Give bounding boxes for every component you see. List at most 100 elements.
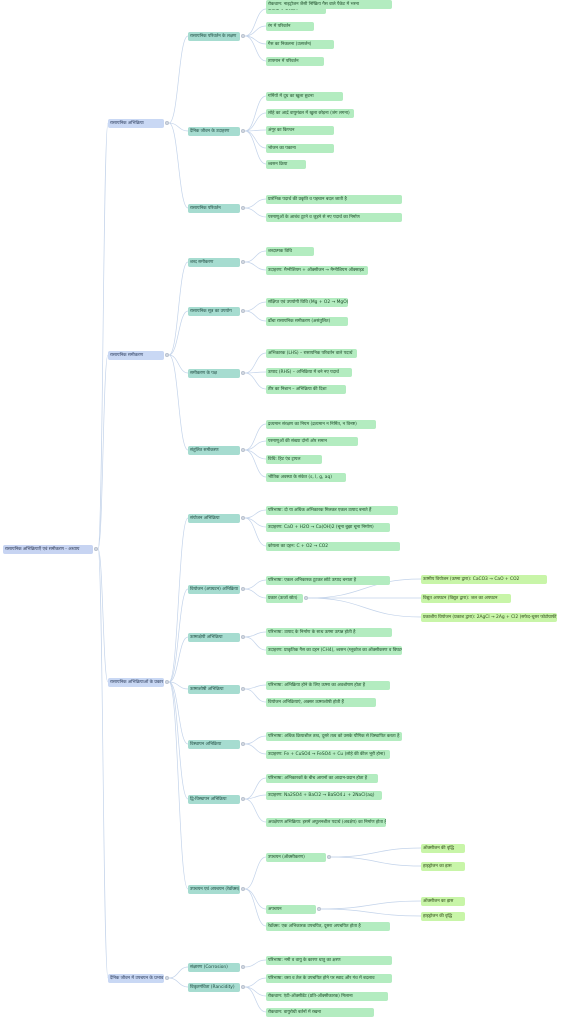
leaf-node[interactable]: ऑक्सीजन की वृद्धि (421, 843, 465, 853)
subtopic-toggle[interactable] (241, 516, 245, 520)
detail-node[interactable]: अपचयन (266, 904, 316, 914)
detail-node[interactable]: द्रव्यमान संरक्षण का नियम (द्रव्यमान न न… (266, 419, 376, 429)
detail-toggle[interactable] (327, 855, 331, 859)
detail-node[interactable]: तापमान में परिवर्तन (266, 56, 324, 66)
detail-node[interactable]: परिभाषा: नमी व वायु के कारण धातु का क्षर… (266, 955, 392, 965)
subtopic-toggle[interactable] (241, 309, 245, 313)
detail-node[interactable]: अवक्षेपण अभिक्रिया: इसमें अघुलनशील पदार्… (266, 817, 386, 827)
detail-toggle[interactable] (317, 907, 321, 911)
subtopic-toggle[interactable] (241, 371, 245, 375)
subtopic[interactable]: दैनिक जीवन के उदाहरण (188, 126, 240, 136)
subtopic-toggle[interactable] (241, 260, 245, 264)
detail-node[interactable]: उदाहरण: प्राकृतिक गैस का दहन (CH4), श्वस… (266, 645, 402, 655)
subtopic-toggle[interactable] (241, 129, 245, 133)
leaf-node[interactable]: हाइड्रोजन की वृद्धि (421, 911, 465, 921)
topic-1[interactable]: रासायनिक समीकरण (108, 350, 164, 360)
subtopic-toggle[interactable] (241, 448, 245, 452)
subtopic-toggle[interactable] (241, 34, 245, 38)
topic-toggle[interactable] (165, 680, 169, 684)
detail-node[interactable]: भोजन का पकाना (266, 143, 334, 153)
edge-subtopic-to-detail (244, 688, 267, 703)
detail-node[interactable]: उदाहरण: Fe + CuSO4 → FeSO4 + Cu (लोहे की… (266, 749, 390, 759)
detail-node[interactable]: रोकथाम: नाइट्रोजन जैसी निष्क्रिय गैस वाल… (266, 0, 392, 9)
detail-node[interactable]: परिभाषा: दो या अधिक अभिकारक मिलकर एकल उत… (266, 505, 398, 515)
edge-subtopic-to-detail (244, 856, 267, 890)
subtopic[interactable]: संतुलित समीकरण (188, 445, 240, 455)
detail-node[interactable]: परिभाषा: अभिक्रिया होने के लिए ऊष्मा का … (266, 680, 390, 690)
detail-node[interactable]: गैस का निकलना (उत्सर्जन) (266, 39, 334, 49)
edge-subtopic-to-detail (244, 372, 267, 390)
subtopic-toggle[interactable] (241, 887, 245, 891)
subtopic[interactable]: समीकरण के पक्ष (188, 368, 240, 378)
detail-toggle[interactable] (304, 596, 308, 600)
detail-node[interactable]: विधि: हिट एंड ट्रायल (266, 454, 322, 464)
detail-node[interactable]: परमाणुओं के आबंध टूटने व जुड़ने से नए पद… (266, 212, 402, 222)
subtopic-toggle[interactable] (241, 797, 245, 801)
subtopic[interactable]: रासायनिक परिवर्तन के लक्षण (188, 31, 240, 41)
topic-toggle[interactable] (165, 353, 169, 357)
topic-2[interactable]: रासायनिक अभिक्रियाओं के प्रकार (108, 677, 164, 687)
detail-node[interactable]: अवस्था में परिवर्तन (266, 4, 326, 14)
detail-node[interactable]: कोयला का दहन: C + O2 → CO2 (266, 541, 400, 551)
detail-node[interactable]: वियोजन अभिक्रियाएं, अक्सर ऊष्माशोषी होती… (266, 697, 376, 707)
leaf-node[interactable]: प्रकाशीय वियोजन (प्रकाश द्वारा): 2AgCl →… (421, 612, 557, 622)
subtopic-toggle[interactable] (241, 687, 245, 691)
leaf-node[interactable]: ऑक्सीजन का ह्रास (421, 896, 465, 906)
detail-node[interactable]: परिभाषा: अभिकारकों के बीच आयनों का आदान-… (266, 773, 378, 783)
subtopic[interactable]: शब्द समीकरण (188, 257, 240, 267)
topic-toggle[interactable] (165, 976, 169, 980)
leaf-node[interactable]: विद्युत अपघटन (विद्युत द्वारा): जल का अप… (421, 593, 511, 603)
detail-node[interactable]: श्वसन क्रिया (266, 159, 306, 169)
detail-node[interactable]: उत्पाद (RHS) – अभिक्रिया में बने नए पदार… (266, 367, 352, 377)
leaf-node[interactable]: हाइड्रोजन का ह्रास (421, 861, 465, 871)
detail-node[interactable]: प्रकार (ऊर्जा स्रोत) (266, 593, 303, 603)
detail-node[interactable]: परिभाषा: वसा व तेल के उपचयित होने पर स्व… (266, 973, 392, 983)
topic-0[interactable]: रासायनिक अभिक्रिया (108, 118, 164, 128)
subtopic[interactable]: द्वि-विस्थापन अभिक्रिया (188, 794, 240, 804)
subtopic-toggle[interactable] (241, 985, 245, 989)
detail-node[interactable]: रंग में परिवर्तन (266, 21, 314, 31)
subtopic-toggle[interactable] (241, 587, 245, 591)
detail-node[interactable]: उदाहरण: मैग्नीशियम + ऑक्सीजन → मैग्नीशिय… (266, 265, 368, 275)
subtopic[interactable]: रासायनिक परिवर्तन (188, 203, 240, 213)
detail-node[interactable]: अभिकारक (LHS) – रासायनिक परिवर्तन वाले प… (266, 348, 357, 358)
detail-node[interactable]: परिभाषा: उत्पाद के निर्माण के साथ ऊष्मा … (266, 627, 392, 637)
detail-node[interactable]: रेडॉक्स: एक अभिकारक उपचयित, दूसरा अपचयित… (266, 921, 390, 931)
subtopic[interactable]: उपचयन एवं अपचयन (रेडॉक्स) (188, 884, 240, 894)
detail-node[interactable]: उपचयन (ऑक्सीकरण) (266, 852, 326, 862)
detail-node[interactable]: ढाँचा रासायनिक समीकरण (असंतुलित) (266, 316, 348, 326)
detail-node[interactable]: परिभाषा: अधिक क्रियाशील तत्व, दूसरे तत्व… (266, 731, 402, 741)
detail-node[interactable]: उदाहरण: Na2SO4 + BaCl2 → BaSO4↓ + 2NaCl(… (266, 790, 382, 800)
detail-node[interactable]: रोकथाम: वायुरोधी बर्तनों में रखना (266, 1007, 374, 1017)
subtopic[interactable]: वियोजन (अपघटन) अभिक्रिया (188, 584, 240, 594)
subtopic[interactable]: संक्षारण (Corrosion) (188, 962, 240, 972)
detail-node[interactable]: रोकथाम: एंटी-ऑक्सीडेंट (प्रति-ऑक्सीकारक)… (266, 991, 388, 1001)
subtopic[interactable]: विस्थापन अभिक्रिया (188, 739, 240, 749)
subtopic[interactable]: संयोजन अभिक्रिया (188, 513, 240, 523)
subtopic[interactable]: विकृतगंधिता (Rancidity) (188, 982, 240, 992)
detail-node[interactable]: अंगूर का किण्वन (266, 125, 334, 135)
topic-3[interactable]: दैनिक जीवन में उपचयन के प्रभाव (108, 973, 164, 983)
root-collapse-toggle[interactable] (94, 547, 98, 551)
subtopic[interactable]: ऊष्माशोषी अभिक्रिया (188, 684, 240, 694)
topic-toggle[interactable] (165, 121, 169, 125)
subtopic-toggle[interactable] (241, 965, 245, 969)
subtopic-toggle[interactable] (241, 635, 245, 639)
detail-node[interactable]: लोहे का आर्द्र वायुमंडल में खुला छोड़ना … (266, 108, 354, 118)
detail-node[interactable]: प्रारंभिक पदार्थ की प्रकृति व पहचान बदल … (266, 194, 402, 204)
leaf-node[interactable]: ऊष्मीय वियोजन (ऊष्मा द्वारा): CaCO3 → Ca… (421, 574, 547, 584)
detail-node[interactable]: शब्दात्मक विधि (266, 246, 314, 256)
subtopic[interactable]: ऊष्माक्षेपी अभिक्रिया (188, 632, 240, 642)
detail-node[interactable]: भौतिक अवस्था के संकेत (s, l, g, aq) (266, 472, 346, 482)
subtopic-toggle[interactable] (241, 206, 245, 210)
detail-node[interactable]: गर्मियों में दूध का खुला छूटना (266, 91, 343, 101)
root-topic[interactable]: रासायनिक अभिक्रियाएँ एवं समीकरण - अध्याय (3, 544, 93, 554)
detail-node[interactable]: संक्षिप्त एवं उपयोगी विधि (Mg + O2 → MgO… (266, 297, 348, 307)
subtopic-toggle[interactable] (241, 742, 245, 746)
detail-node[interactable]: परमाणुओं की संख्या दोनों ओर समान (266, 436, 358, 446)
detail-node[interactable]: परिभाषा: एकल अभिकारक टूटकर छोटे उत्पाद ब… (266, 575, 390, 585)
detail-node[interactable]: उदाहरण: CaO + H2O → Ca(OH)2 (चूना बुझा च… (266, 522, 390, 532)
subtopic[interactable]: रासायनिक सूत्र का उपयोग (188, 306, 240, 316)
detail-node[interactable]: तीर का निशान – अभिक्रिया की दिशा (266, 384, 346, 394)
edge-subtopic-to-detail (244, 636, 267, 651)
